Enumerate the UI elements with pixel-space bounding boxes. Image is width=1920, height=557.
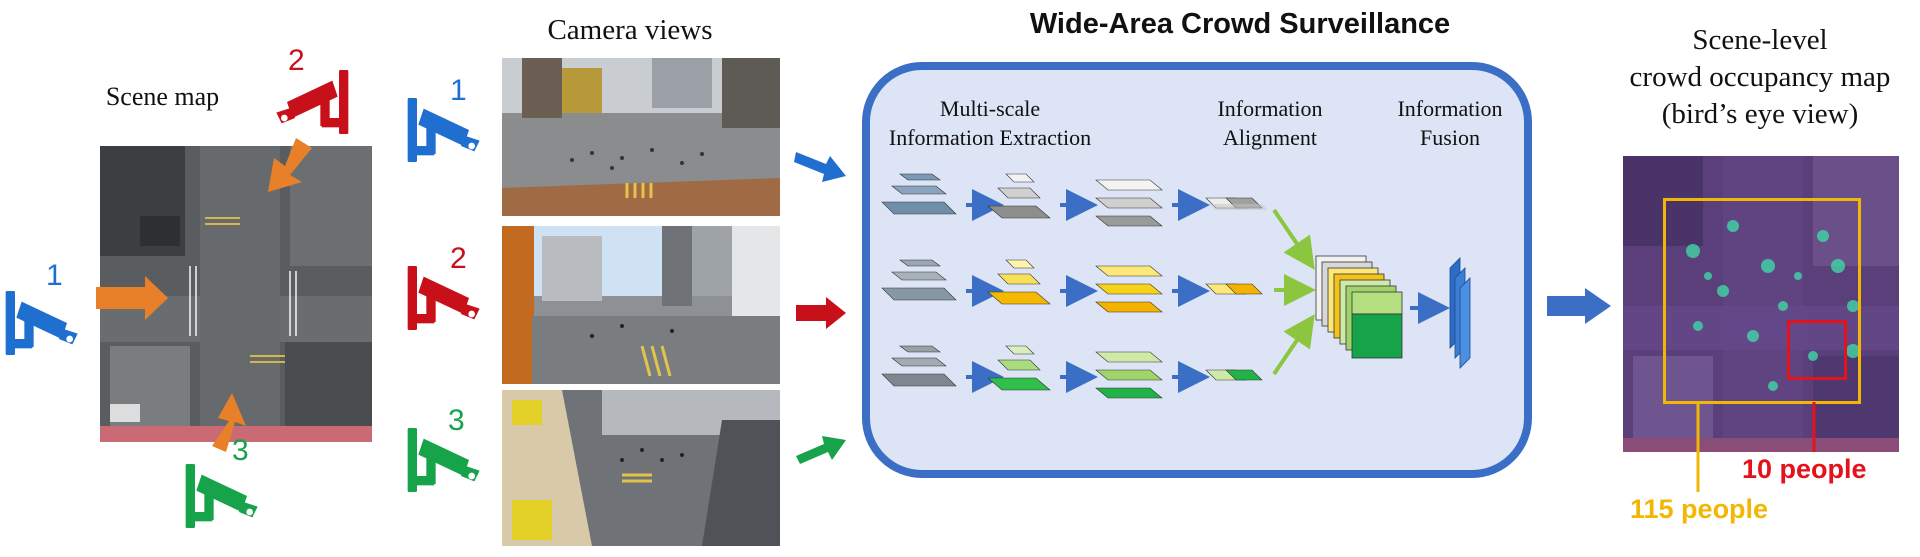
stage-line: Information Extraction: [888, 125, 1092, 150]
output-title-line: (bird’s eye view): [1661, 98, 1859, 130]
row-camera-2: [881, 259, 1263, 313]
output-title-line: Scene-level: [1692, 24, 1828, 56]
green-flow-arrow: [796, 436, 846, 464]
stage-line: Multi-scale: [939, 96, 1041, 121]
stage-line: Information: [1397, 96, 1503, 121]
output-arrow: [1547, 288, 1611, 324]
fused-feature-stack: [1315, 255, 1403, 359]
small-region-count: 10 people: [1742, 454, 1867, 484]
camera-view-2-image: [502, 226, 780, 384]
stage-fusion-label: Information Fusion: [1380, 94, 1520, 152]
pipeline-diagram: [881, 173, 1471, 399]
surveillance-panel: [862, 62, 1532, 478]
camera-number: 1: [450, 74, 467, 107]
scene-camera-3: 3: [180, 434, 270, 532]
stage-line: Alignment: [1222, 125, 1318, 150]
large-region-box: [1663, 198, 1861, 404]
red-flow-arrow: [796, 297, 846, 329]
aligned-feature: [1205, 197, 1268, 210]
feature-stack: [1095, 351, 1163, 399]
scene-map-label: Scene map: [105, 82, 220, 111]
stage-line: Fusion: [1420, 125, 1480, 150]
camera-views-label: Camera views: [547, 14, 713, 46]
aligned-feature: [1205, 369, 1263, 381]
large-region-count: 115 people: [1630, 494, 1769, 524]
row-camera-1: [881, 173, 1268, 227]
camera-view-1-image: [502, 58, 780, 216]
surveillance-camera-icon: [268, 62, 354, 142]
camera-number: 3: [232, 434, 249, 467]
camera-1-direction-arrow: [96, 276, 168, 320]
image-pyramid: [881, 259, 957, 301]
surveillance-camera-icon: [0, 283, 86, 363]
camera-view-3-image: [502, 390, 780, 546]
camera-number: 3: [448, 404, 465, 437]
camera-3-direction-arrow: [212, 393, 246, 452]
count-callouts: [1696, 402, 1816, 492]
view-camera-3: 3: [402, 404, 492, 500]
aligned-feature: [1205, 283, 1263, 295]
occupancy-map: [1623, 156, 1899, 452]
camera-number: 2: [450, 242, 467, 275]
surveillance-camera-icon: [402, 420, 488, 500]
scene-map-image: [100, 146, 372, 442]
output-title: Scene-level crowd occupancy map (bird’s …: [1600, 22, 1920, 133]
surveillance-camera-icon: [180, 456, 266, 536]
scene-camera-2: 2: [268, 44, 358, 142]
camera-number: 1: [46, 259, 63, 292]
camera-number: 2: [288, 44, 305, 77]
image-pyramid: [881, 345, 957, 387]
stage-line: Information: [1217, 96, 1323, 121]
view-to-panel-arrows: [794, 152, 846, 464]
view-camera-2: 2: [402, 242, 492, 338]
output-title-line: crowd occupancy map: [1629, 61, 1891, 93]
stage-alignment-label: Information Alignment: [1180, 94, 1360, 152]
surveillance-camera-icon: [402, 258, 488, 338]
small-region-box: [1787, 320, 1847, 380]
fusion-output-maps: [1449, 257, 1471, 369]
view-camera-1: 1: [402, 74, 492, 170]
row-camera-3: [881, 345, 1263, 399]
surveillance-title: Wide-Area Crowd Surveillance: [1029, 8, 1451, 40]
camera-2-direction-arrow: [268, 138, 312, 192]
feature-pyramid: [987, 173, 1051, 219]
blue-flow-arrow: [794, 152, 846, 182]
feature-pyramid: [987, 345, 1051, 391]
feature-stack: [1095, 179, 1163, 227]
scene-camera-1: 1: [0, 259, 86, 355]
image-pyramid: [881, 173, 957, 215]
stage-extraction-label: Multi-scale Information Extraction: [860, 94, 1120, 152]
surveillance-camera-icon: [402, 90, 488, 170]
feature-pyramid: [987, 259, 1051, 305]
feature-stack: [1095, 265, 1163, 313]
